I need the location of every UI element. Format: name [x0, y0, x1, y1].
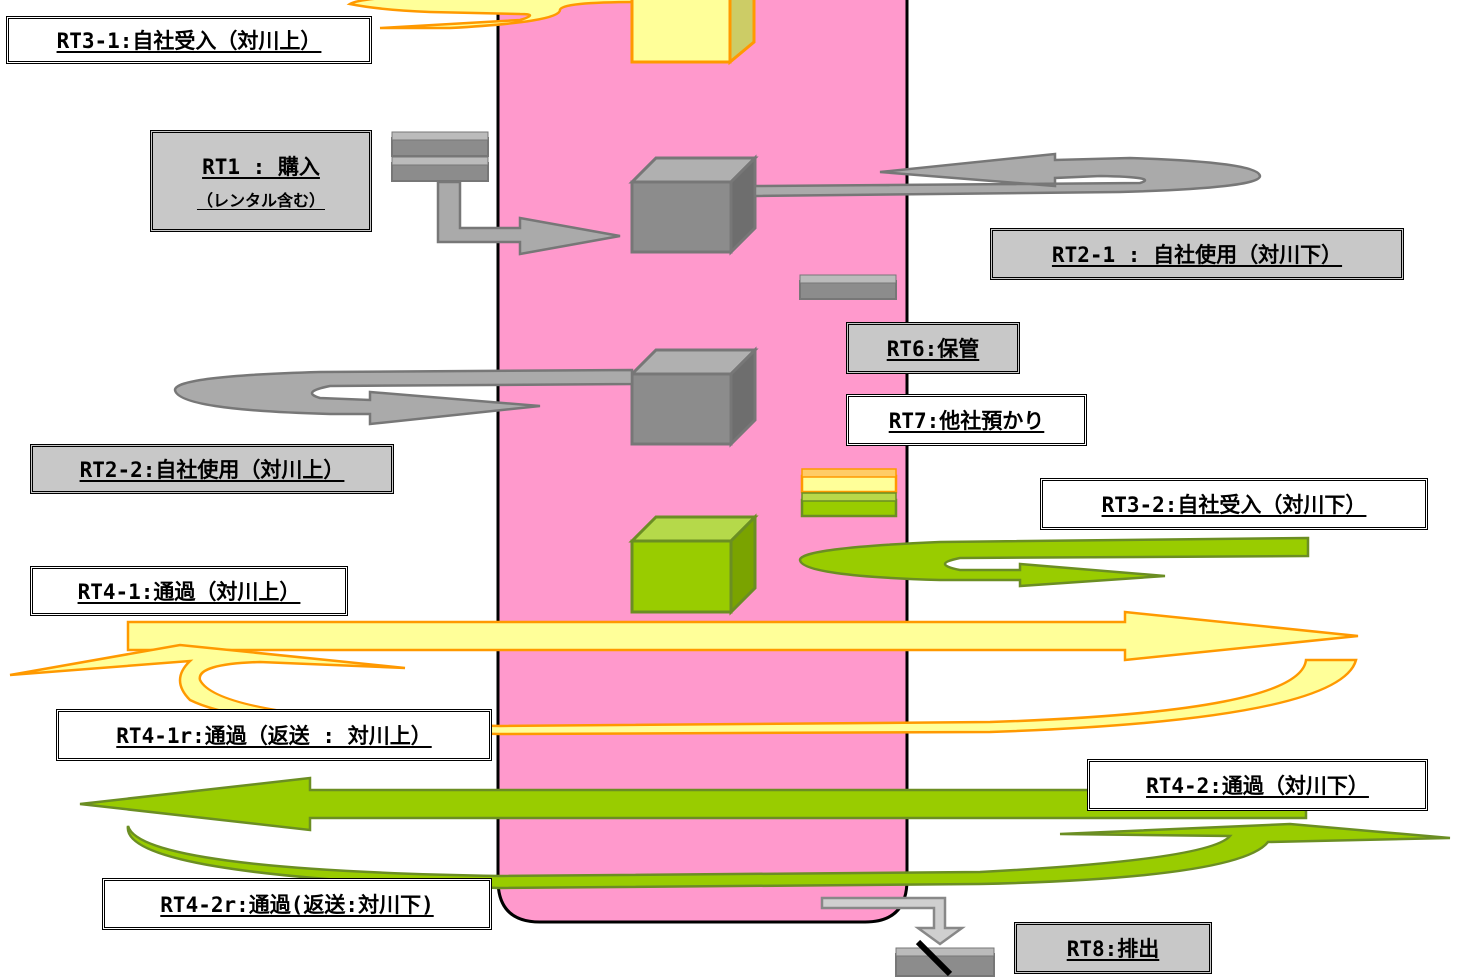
label-rt3-2: RT3-2:自社受入（対川下） [1040, 478, 1428, 530]
rt4-1-arrow-icon [126, 610, 1359, 662]
label-rt4-2: RT4-2:通過（対川下） [1087, 759, 1428, 811]
rt4-2-arrow-icon [79, 776, 1308, 832]
yellow-cube-icon [630, 0, 756, 66]
yellow-slab-icon [800, 468, 898, 494]
company-band [496, 0, 909, 924]
label-rt1: RT1 : 購入 （レンタル含む） [150, 130, 372, 232]
rt2-1-u-turn-arrow-icon [753, 152, 1262, 198]
green-slab-icon [800, 492, 898, 518]
label-rt4-1: RT4-1:通過（対川上） [30, 566, 348, 616]
label-rt4-2r: RT4-2r:通過(返送:対川下) [102, 878, 492, 930]
label-rt2-2: RT2-2:自社使用（対川上） [30, 444, 394, 494]
purchase-slab-icon [391, 131, 489, 182]
rt1-arrow-icon [436, 180, 621, 256]
label-rt6: RT6:保管 [846, 322, 1020, 374]
gray-cube-1-icon [628, 154, 759, 256]
label-rt4-1r: RT4-1r:通過（返送 : 対川上） [56, 709, 492, 761]
rt4-1r-u-turn-arrow-icon [9, 643, 1358, 736]
label-rt3-1: RT3-1:自社受入（対川上） [6, 16, 372, 64]
green-cube-icon [628, 513, 759, 616]
label-rt2-1: RT2-1 : 自社使用（対川下） [990, 228, 1404, 280]
rt4-2r-u-turn-arrow-icon [126, 822, 1451, 890]
label-rt7: RT7:他社預かり [846, 394, 1087, 446]
rt8-arrow-icon [820, 896, 966, 946]
pen-icon [915, 939, 953, 977]
rt3-2-u-turn-arrow-icon [798, 536, 1310, 588]
storage-slab-icon [799, 274, 897, 300]
label-rt8: RT8:排出 [1014, 922, 1212, 974]
gray-cube-2-icon [628, 346, 759, 448]
rt2-2-u-turn-arrow-icon [173, 368, 634, 426]
label-rt1-sub: （レンタル含む） [196, 191, 325, 210]
rt3-1-u-turn-arrow-icon [346, 0, 642, 30]
